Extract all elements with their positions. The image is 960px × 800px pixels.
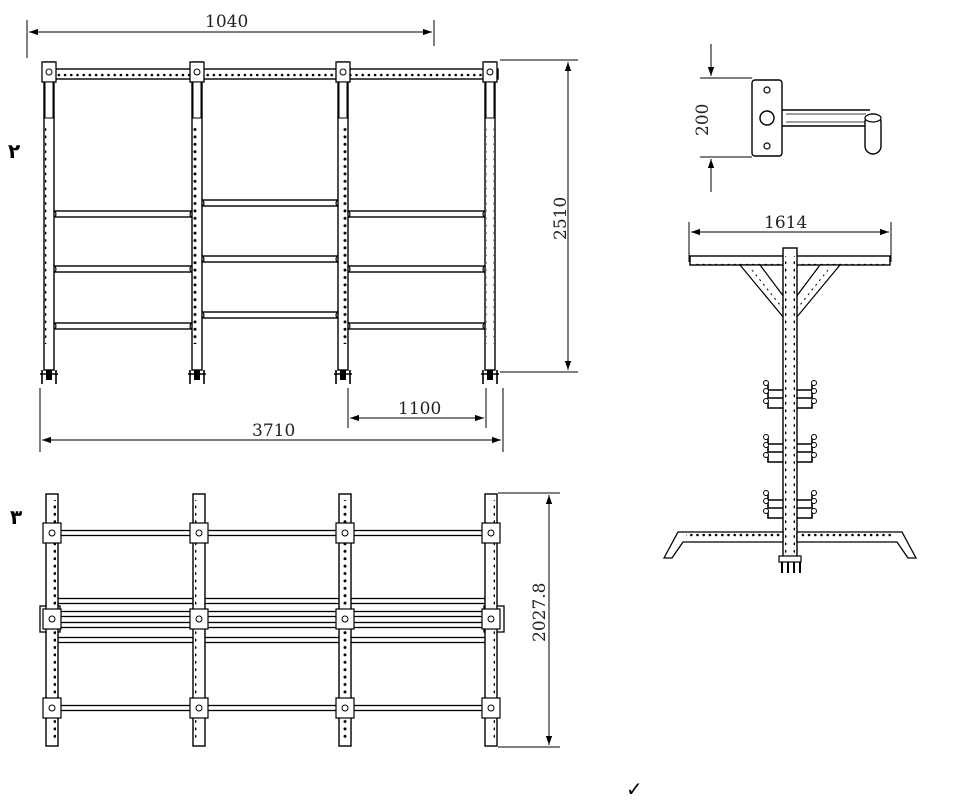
dimension-1614: 1614 xyxy=(688,213,892,262)
top-crossbar-2 xyxy=(55,597,493,605)
top-post-3 xyxy=(335,493,355,747)
top-post-1 xyxy=(42,493,62,747)
side-feet xyxy=(778,555,802,573)
front-upright-2 xyxy=(188,61,206,384)
top-crossbar-1 xyxy=(55,529,493,537)
bracket-detail-view: 200 xyxy=(693,44,882,192)
dim-text-200: 200 xyxy=(693,104,713,136)
dimension-2510: 2510 xyxy=(500,59,578,373)
front-shelf-bay3-2 xyxy=(341,264,492,274)
side-hook-group-3 xyxy=(763,490,817,519)
side-elevation-view: 1614 xyxy=(662,213,918,573)
bracket-plate xyxy=(751,79,783,157)
front-shelf-bay1-1 xyxy=(47,209,199,219)
dimension-1040: 1040 xyxy=(26,12,435,58)
front-upright-3 xyxy=(334,61,352,384)
dim-text-1040: 1040 xyxy=(205,12,248,32)
side-diagonal-braces xyxy=(738,264,842,320)
front-elevation-view: ٢ 1040 2510 1100 xyxy=(8,12,578,452)
top-crossbar-3 xyxy=(55,610,493,618)
top-crossbar-4 xyxy=(55,621,493,629)
front-shelf-bay2-3 xyxy=(195,310,345,320)
dim-text-2027-8: 2027.8 xyxy=(530,583,550,642)
front-shelf-bay1-2 xyxy=(47,264,199,274)
dimension-200: 200 xyxy=(693,44,752,192)
front-shelf-bay3-3 xyxy=(341,321,492,331)
front-shelves xyxy=(47,198,492,331)
front-shelf-bay3-1 xyxy=(341,209,492,219)
side-hook-group-2 xyxy=(763,434,817,463)
dimension-2027-8: 2027.8 xyxy=(498,492,560,748)
side-base-frame xyxy=(662,531,918,559)
corner-check-mark: ✓ xyxy=(626,777,643,800)
front-upright-1 xyxy=(40,61,58,384)
bracket-arm xyxy=(782,109,882,155)
top-posts xyxy=(42,493,501,747)
top-post-2 xyxy=(189,493,209,747)
dim-text-2510: 2510 xyxy=(551,197,571,240)
front-uprights xyxy=(40,61,499,384)
side-hook-group-1 xyxy=(763,380,817,409)
side-shelf-hooks xyxy=(763,380,817,519)
top-crossbars xyxy=(39,529,505,712)
top-post-4 xyxy=(481,493,501,747)
dimension-1100: 1100 xyxy=(347,388,487,428)
top-crossbeam xyxy=(43,68,499,80)
dim-text-1614: 1614 xyxy=(764,213,807,233)
top-plan-view: ٣ 2027.8 xyxy=(10,492,560,748)
front-shelf-bay2-2 xyxy=(195,254,345,264)
view-mark-top: ٣ xyxy=(10,505,22,529)
dim-text-1100: 1100 xyxy=(398,399,441,419)
front-shelf-bay2-1 xyxy=(195,198,345,208)
view-mark-front: ٢ xyxy=(8,139,20,163)
top-crossbar-6 xyxy=(55,704,493,712)
front-upright-4 xyxy=(481,61,499,384)
front-shelf-bay1-3 xyxy=(47,321,199,331)
top-crossbar-5 xyxy=(55,636,493,644)
side-center-column xyxy=(782,247,798,559)
dimension-3710: 3710 xyxy=(39,388,504,452)
dim-text-3710: 3710 xyxy=(252,421,295,441)
